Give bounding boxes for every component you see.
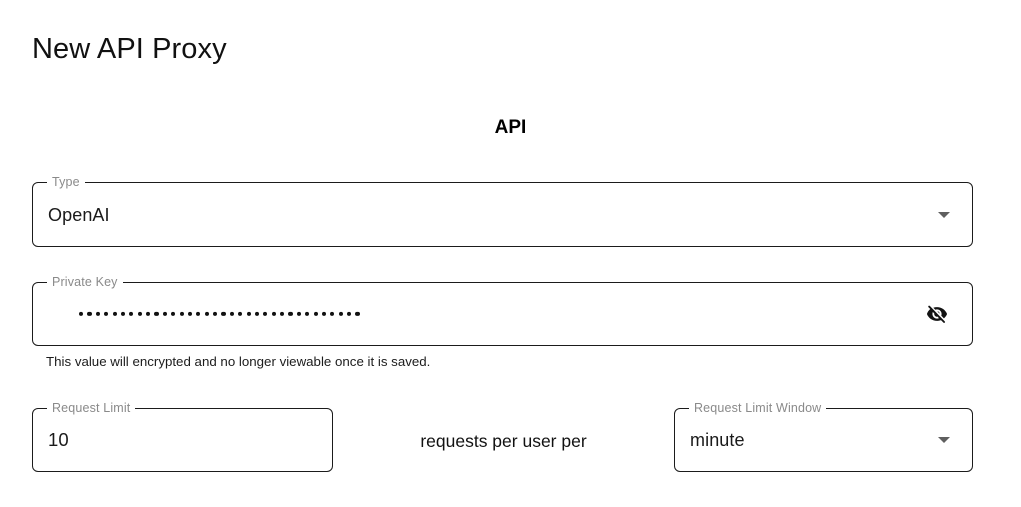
eye-off-glyph xyxy=(926,305,948,323)
type-field-label: Type xyxy=(47,175,85,190)
chevron-down-icon[interactable] xyxy=(938,437,950,443)
mask-dot xyxy=(288,311,293,317)
mask-dot xyxy=(95,311,100,317)
type-select[interactable]: Type OpenAI xyxy=(32,175,973,247)
mask-dot xyxy=(280,311,285,317)
section-heading-api: API xyxy=(494,117,527,138)
mask-dot xyxy=(263,311,268,317)
private-key-helper-text: This value will encrypted and no longer … xyxy=(46,354,431,369)
mask-dot xyxy=(321,311,327,317)
mask-dot xyxy=(129,311,134,317)
mask-dot xyxy=(271,311,276,317)
mask-dot xyxy=(338,311,343,317)
mask-dot xyxy=(347,311,352,317)
mask-dot xyxy=(229,311,234,317)
mask-dot xyxy=(238,311,243,317)
request-limit-window-field-label: Request Limit Window xyxy=(689,401,827,416)
mask-dot xyxy=(204,311,209,317)
mask-dot xyxy=(313,311,318,317)
mask-dot xyxy=(162,311,167,317)
request-limit-field-value: 10 xyxy=(48,429,69,450)
request-limit-input[interactable]: Request Limit 10 xyxy=(32,401,333,472)
mask-dot xyxy=(305,311,310,317)
mask-dot xyxy=(296,311,301,317)
request-limit-window-field-value: minute xyxy=(690,430,745,450)
request-limit-window-select[interactable]: Request Limit Window minute xyxy=(674,401,973,472)
mask-dot xyxy=(213,311,218,317)
eye-off-icon[interactable] xyxy=(926,303,948,325)
mask-dot xyxy=(179,311,184,317)
mask-dot xyxy=(254,311,260,317)
mask-dot xyxy=(196,311,201,317)
mask-dot xyxy=(187,311,193,317)
mask-dot xyxy=(120,311,126,317)
private-key-masked-value xyxy=(79,311,360,317)
mask-dot xyxy=(137,311,142,317)
requests-per-user-label: requests per user per xyxy=(420,431,587,451)
mask-dot xyxy=(146,311,151,317)
private-key-field-label: Private Key xyxy=(47,275,123,290)
mask-dot xyxy=(171,311,176,317)
mask-dot xyxy=(112,311,117,317)
type-field-value: OpenAI xyxy=(48,204,110,225)
page-title: New API Proxy xyxy=(32,33,227,65)
private-key-input[interactable]: Private Key xyxy=(32,275,973,346)
request-limit-field-label: Request Limit xyxy=(47,401,136,416)
mask-dot xyxy=(355,311,360,317)
mask-dot xyxy=(79,311,84,317)
mask-dot xyxy=(330,311,335,317)
chevron-down-icon[interactable] xyxy=(938,211,950,218)
mask-dot xyxy=(221,311,226,317)
mask-dot xyxy=(246,311,251,317)
mask-dot xyxy=(104,311,109,317)
mask-dot xyxy=(154,311,159,317)
mask-dot xyxy=(87,311,92,317)
